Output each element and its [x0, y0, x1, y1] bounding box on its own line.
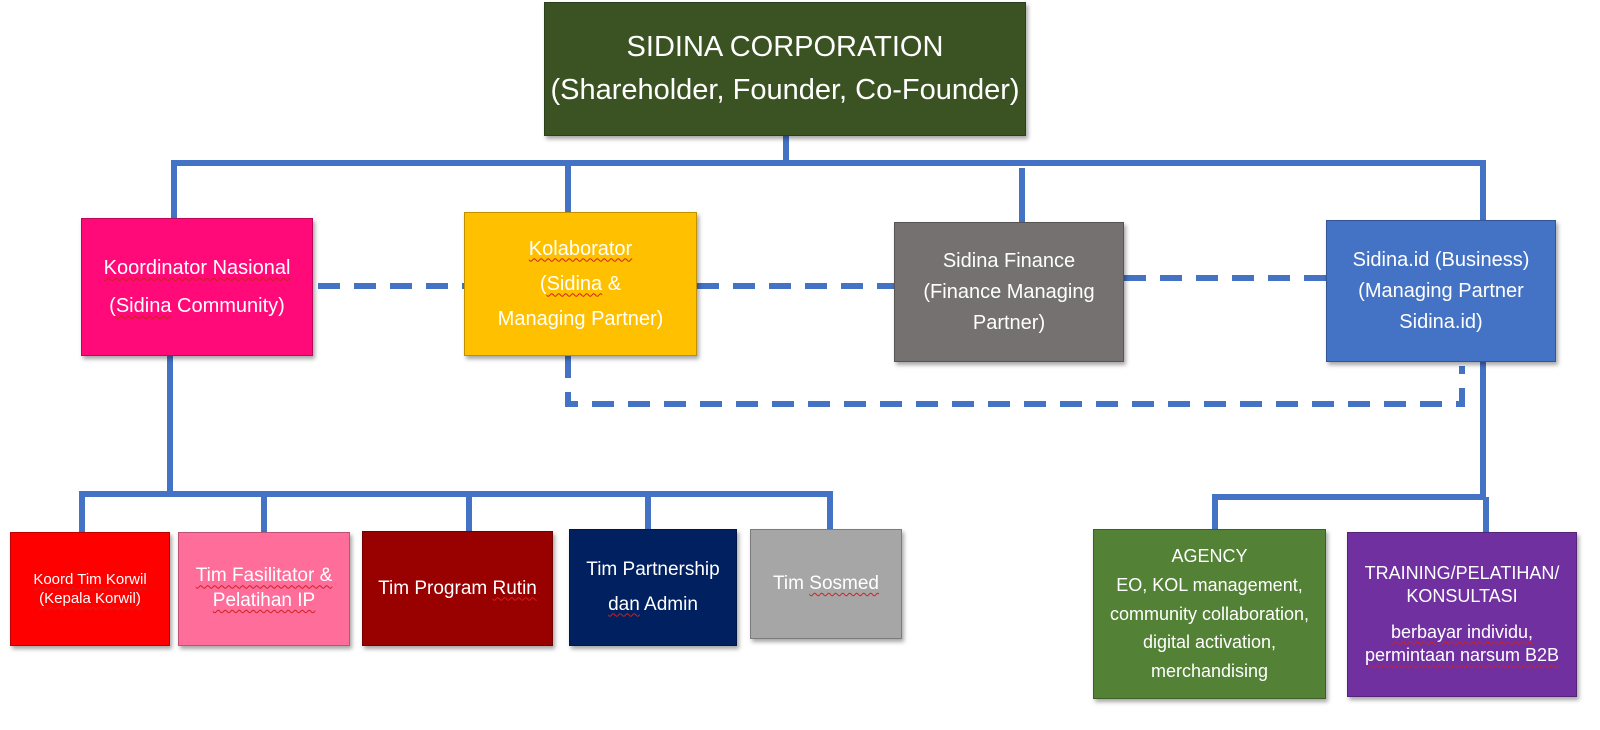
fasilitator-subtitle: Pelatihan IP — [212, 590, 316, 611]
node-koord-tim-korwil: Koord Tim Korwil (Kepala Korwil) — [10, 532, 170, 646]
kolaborator-line3: Managing Partner) — [497, 307, 664, 330]
partnership-subtitle: dan Admin — [608, 593, 698, 615]
node-training: TRAINING/PELATIHAN/ KONSULTASI berbayar … — [1347, 532, 1577, 697]
kolaborator-title: Kolaborator — [528, 237, 633, 260]
node-agency: AGENCY EO, KOL management, community col… — [1093, 529, 1326, 699]
korwil-subtitle: (Kepala Korwil) — [39, 590, 141, 607]
training-title-2: KONSULTASI — [1406, 586, 1518, 607]
business-title: Sidina.id (Business) — [1352, 248, 1530, 271]
koordinator-subtitle: (Sidina Community) — [109, 295, 285, 317]
node-tim-partnership: Tim Partnership dan Admin — [569, 529, 737, 646]
node-koordinator-nasional: Koordinator Nasional (Sidina Community) — [81, 218, 313, 356]
node-kolaborator: Kolaborator (Sidina & Managing Partner) — [464, 212, 697, 356]
dashed-link-kolaborator-business — [565, 356, 1465, 407]
fasilitator-title: Tim Fasilitator & — [195, 565, 333, 587]
finance-line2: (Finance Managing — [923, 280, 1095, 303]
node-sidina-finance: Sidina Finance (Finance Managing Partner… — [894, 222, 1124, 362]
agency-line3: community collaboration, — [1109, 603, 1310, 624]
root-node-sidina-corporation: SIDINA CORPORATION (Shareholder, Founder… — [544, 2, 1026, 136]
business-line2: (Managing Partner — [1358, 279, 1524, 302]
root-title: SIDINA CORPORATION — [626, 30, 944, 63]
sosmed-label: Tim Sosmed — [773, 573, 879, 595]
agency-line5: merchandising — [1150, 661, 1269, 682]
training-title: TRAINING/PELATIHAN/ — [1364, 562, 1560, 583]
node-sidina-business: Sidina.id (Business) (Managing Partner S… — [1326, 220, 1556, 362]
agency-line4: digital activation, — [1142, 632, 1277, 653]
kolaborator-line2: (Sidina & — [539, 272, 622, 295]
partnership-title: Tim Partnership — [586, 559, 720, 581]
training-line3: berbayar individu, — [1390, 621, 1534, 642]
node-tim-program-rutin: Tim Program Rutin — [362, 531, 553, 646]
korwil-title: Koord Tim Korwil — [33, 570, 147, 588]
agency-title: AGENCY — [1171, 546, 1248, 566]
node-tim-fasilitator: Tim Fasilitator & Pelatihan IP — [178, 532, 350, 646]
agency-line2: EO, KOL management, — [1116, 574, 1303, 595]
root-subtitle: (Shareholder, Founder, Co-Founder) — [550, 74, 1020, 106]
program-label: Tim Program Rutin — [378, 577, 537, 599]
business-line3: Sidina.id) — [1399, 310, 1483, 333]
finance-title: Sidina Finance — [942, 249, 1076, 272]
koordinator-title: Koordinator Nasional — [103, 257, 291, 279]
node-tim-sosmed: Tim Sosmed — [750, 529, 902, 639]
finance-line3: Partner) — [972, 311, 1046, 334]
training-line4: permintaan narsum B2B — [1364, 644, 1560, 665]
